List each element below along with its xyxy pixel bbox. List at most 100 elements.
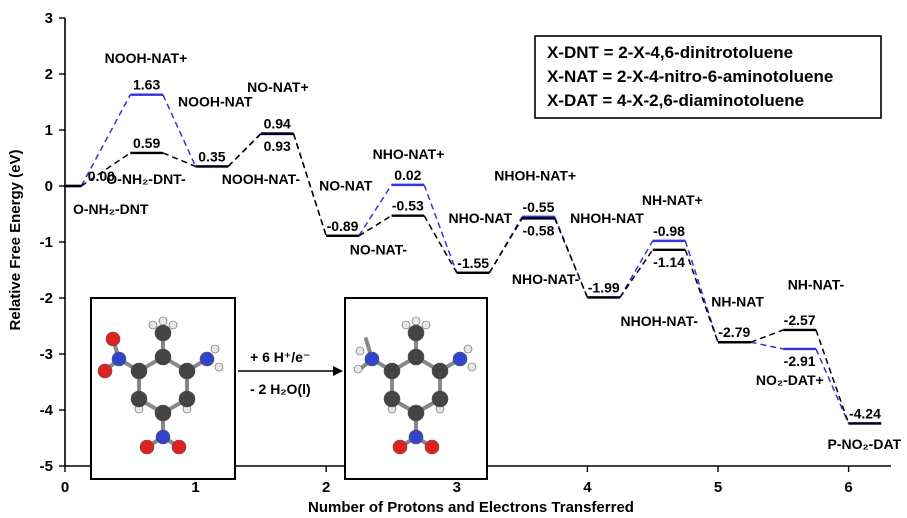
nitrogen-atom [364, 351, 380, 367]
reaction-bottom-text: - 2 H₂O(l) [250, 381, 311, 397]
value-label: -1.99 [588, 279, 620, 295]
level-connector [423, 184, 458, 274]
carbon-atom [154, 324, 172, 342]
y-tick-label: 3 [45, 10, 53, 27]
level-connector [423, 215, 458, 274]
y-tick-label: -4 [40, 402, 54, 419]
x-axis-label: Number of Protons and Electrons Transfer… [308, 499, 634, 516]
carbon-atom [407, 348, 425, 366]
level-connector [750, 341, 784, 350]
oxygen-atom [139, 439, 155, 455]
y-tick-label: -2 [40, 290, 53, 307]
carbon-atom [407, 404, 425, 422]
value-label: -2.91 [784, 353, 816, 369]
species-label: NHO-NAT- [512, 271, 580, 287]
legend-line-dnt: X-DNT = 2-X-4,6-dinitrotoluene [547, 43, 793, 62]
species-label: NHOH-NAT- [620, 313, 698, 329]
carbon-atom [130, 390, 148, 408]
carbon-atom [431, 362, 449, 380]
hydrogen-atom [463, 344, 473, 354]
level-connector [80, 94, 131, 187]
legend-line-nat: X-NAT = 2-X-4-nitro-6-aminotoluene [547, 67, 833, 86]
hydrogen-atom [353, 364, 363, 374]
carbon-atom [178, 362, 196, 380]
value-label: 0.35 [198, 148, 225, 164]
value-label: 1.63 [133, 77, 160, 93]
level-connector [750, 329, 784, 343]
carbon-atom [154, 404, 172, 422]
value-label: -0.58 [522, 222, 554, 238]
x-tick-label: 3 [453, 479, 461, 496]
level-connector [619, 240, 654, 298]
hydrogen-atom [467, 362, 477, 372]
carbon-atom [407, 324, 425, 342]
oxygen-atom [97, 363, 113, 379]
value-label: -0.89 [327, 218, 359, 234]
species-label: NO-NAT- [350, 241, 408, 257]
species-label: NH-NAT+ [642, 192, 703, 208]
level-connector [684, 249, 719, 343]
nitrogen-atom [111, 351, 127, 367]
species-label: NOOH-NAT+ [105, 50, 188, 66]
oxygen-atom [392, 439, 408, 455]
hydrogen-atom [148, 320, 158, 330]
species-label: NHO-NAT+ [373, 146, 445, 162]
value-label: 0.02 [394, 167, 421, 183]
x-tick-label: 2 [322, 479, 330, 496]
oxygen-atom [171, 439, 187, 455]
hydrogen-atom [411, 316, 421, 326]
x-tick-label: 4 [583, 479, 592, 496]
species-label: NOOH-NAT [178, 93, 253, 109]
reaction-top-text: + 6 H⁺/e⁻ [250, 349, 310, 365]
carbon-atom [383, 362, 401, 380]
carbon-atom [130, 362, 148, 380]
y-tick-label: -1 [40, 234, 53, 251]
species-label: P-NO₂-DAT [827, 436, 901, 452]
species-label: NH-NAT- [788, 277, 845, 293]
level-connector [292, 133, 327, 237]
y-tick-label: -5 [40, 458, 53, 475]
species-labels: O-NH₂-DNTNOOH-NAT+O-NH₂-DNT-NOOH-NATNO-N… [73, 50, 902, 452]
y-tick-label: 1 [45, 122, 53, 139]
hydrogen-atom [421, 320, 431, 330]
dinitrotoluene-molecule [97, 316, 224, 455]
level-connector [815, 348, 850, 424]
species-label: NHOH-NAT [570, 210, 644, 226]
x-tick-label: 5 [714, 479, 722, 496]
nitrogen-atom [408, 429, 424, 445]
oxygen-atom [105, 331, 121, 347]
species-label: NHO-NAT [449, 210, 513, 226]
species-label: NH-NAT [711, 293, 764, 309]
hydrogen-atom [210, 344, 220, 354]
value-label: 0.93 [264, 138, 291, 154]
hydrogen-atom [355, 346, 365, 356]
value-label: -2.57 [784, 312, 816, 328]
level-connector [358, 215, 392, 237]
level-connector [162, 94, 197, 167]
nitrogen-atom [155, 429, 171, 445]
nitrogen-atom [452, 351, 468, 367]
level-connector [488, 218, 523, 274]
y-tick-label: -3 [40, 346, 53, 363]
level-connector [554, 218, 589, 298]
species-label: NO₂-DAT+ [756, 372, 824, 388]
level-connector [815, 329, 850, 424]
hydrogen-atom [168, 320, 178, 330]
legend-line-dat: X-DAT = 4-X-2,6-diaminotoluene [547, 91, 804, 110]
x-tick-label: 0 [61, 479, 69, 496]
value-label: 0.00 [88, 168, 115, 184]
x-tick-label: 6 [844, 479, 852, 496]
value-label: -2.79 [718, 324, 750, 340]
nitrogen-atom [199, 351, 215, 367]
energy-levels [65, 93, 882, 425]
value-label: -0.53 [392, 198, 424, 214]
carbon-atom [178, 390, 196, 408]
reaction-inset: + 6 H⁺/e⁻ - 2 H₂O(l) [90, 297, 488, 480]
value-label: 0.59 [133, 135, 160, 151]
level-connector [227, 133, 262, 167]
value-label: -0.55 [522, 199, 554, 215]
value-label: -1.14 [653, 254, 685, 270]
